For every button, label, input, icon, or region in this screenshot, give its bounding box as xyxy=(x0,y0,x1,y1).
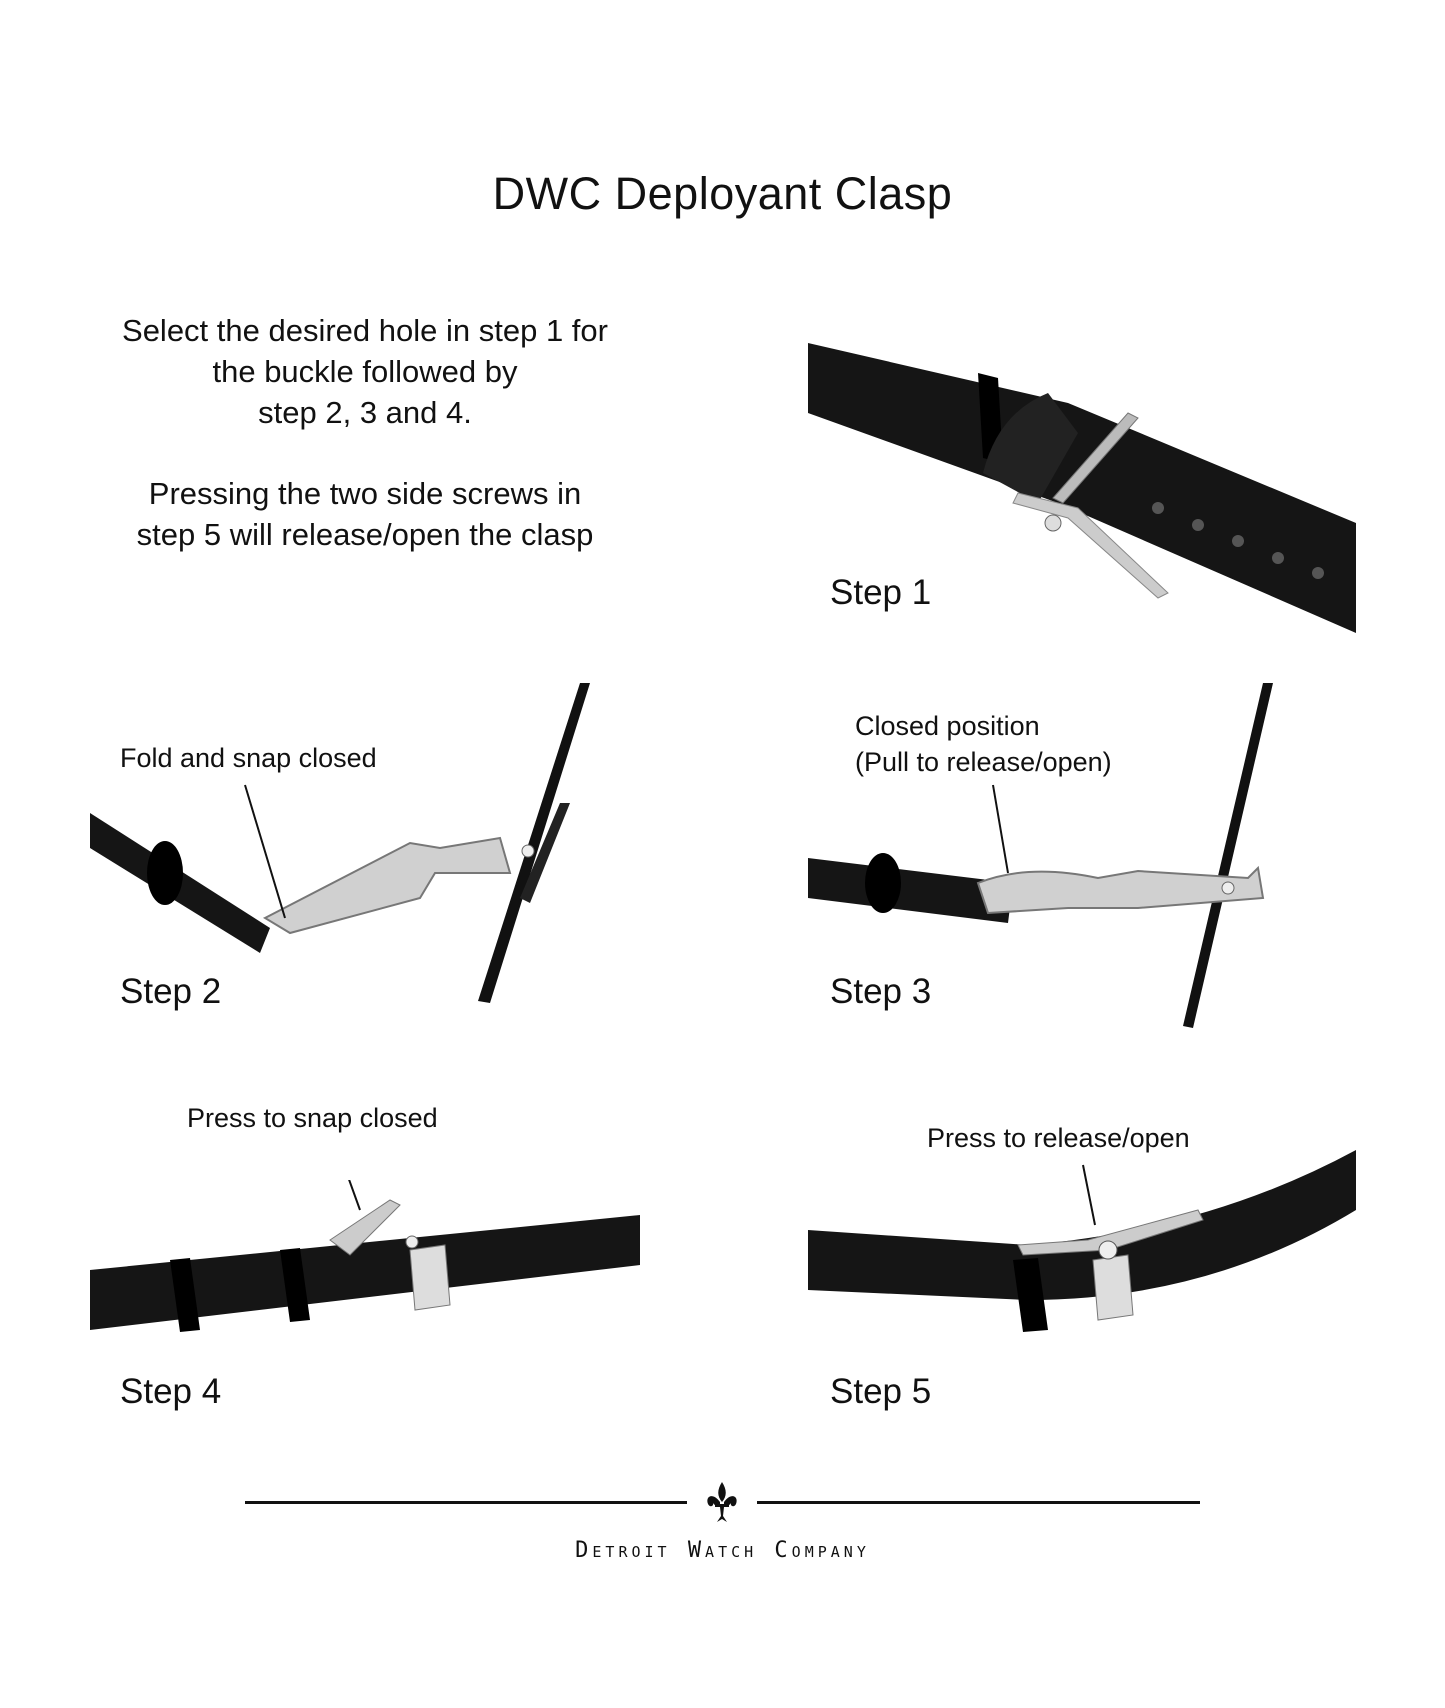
instructions-paragraph-1: Select the desired hole in step 1 for th… xyxy=(65,310,665,433)
step-3-note-line-2: (Pull to release/open) xyxy=(855,747,1112,777)
page-title: DWC Deployant Clasp xyxy=(492,168,953,219)
intro-line: step 5 will release/open the clasp xyxy=(136,517,594,552)
step-5-note: Press to release/open xyxy=(927,1123,1190,1153)
step-3-photo xyxy=(808,683,1273,1028)
instructions: Select the desired hole in step 1 for th… xyxy=(65,310,665,595)
intro-line: Pressing the two side screws in xyxy=(148,476,582,511)
step-2-label: Step 2 xyxy=(120,972,222,1011)
instructions-paragraph-2: Pressing the two side screws in step 5 w… xyxy=(65,473,665,555)
intro-line: step 2, 3 and 4. xyxy=(258,395,472,430)
step-4-label: Step 4 xyxy=(120,1372,222,1411)
fleur-de-lis-icon xyxy=(707,1482,737,1522)
step-4-photo xyxy=(90,1180,640,1332)
step-4-note: Press to snap closed xyxy=(187,1103,438,1133)
step-2-photo xyxy=(90,683,590,1003)
step-1-photo xyxy=(808,333,1356,633)
intro-line: the buckle followed by xyxy=(212,354,518,389)
step-3-note-line-1: Closed position xyxy=(855,711,1040,741)
step-2-note: Fold and snap closed xyxy=(120,743,377,773)
intro-line: Select the desired hole in step 1 for xyxy=(122,313,608,348)
step-3-label: Step 3 xyxy=(830,972,932,1011)
footer-divider-right xyxy=(757,1501,1200,1504)
brand-name: Detroit Watch Company xyxy=(575,1538,870,1563)
step-5-photo xyxy=(808,1150,1356,1332)
step-1-label: Step 1 xyxy=(830,573,932,612)
footer-divider-left xyxy=(245,1501,687,1504)
step-5-label: Step 5 xyxy=(830,1372,932,1411)
